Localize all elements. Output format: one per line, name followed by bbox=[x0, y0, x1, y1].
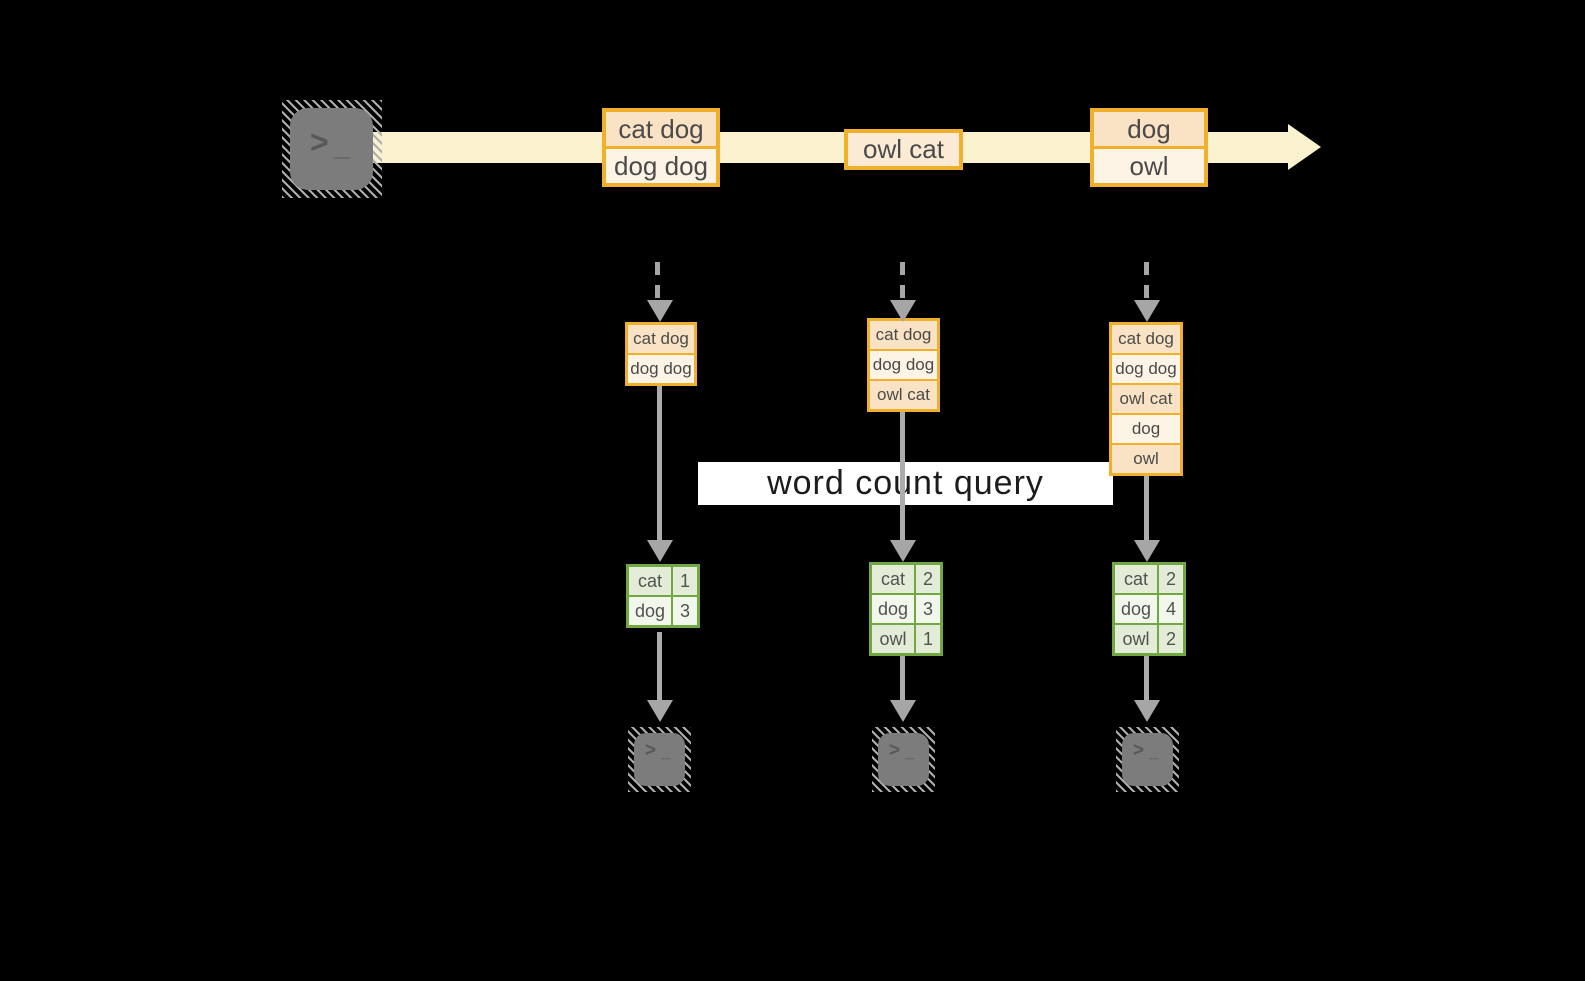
prompt-chevron-glyph: > bbox=[645, 740, 657, 761]
dashed-arrowhead-1 bbox=[647, 300, 673, 322]
state-row: dog dog bbox=[628, 353, 694, 383]
record-line: cat dog bbox=[606, 112, 716, 146]
stream-record-2: owl cat bbox=[844, 129, 963, 170]
sink-line-2 bbox=[900, 656, 905, 700]
terminal-source-icon: > _ bbox=[282, 100, 382, 198]
prompt-cursor-glyph: _ bbox=[1149, 742, 1159, 761]
table-row: cat 2 bbox=[1115, 565, 1183, 593]
word-cell: cat bbox=[872, 565, 916, 593]
state-row: dog dog bbox=[1112, 353, 1180, 383]
prompt-chevron-glyph: > bbox=[889, 740, 901, 761]
stream-record-1: cat dog dog dog bbox=[602, 108, 720, 187]
dashed-ingest-arrow-3 bbox=[1144, 262, 1149, 302]
word-cell: dog bbox=[629, 597, 673, 625]
flow-arrowhead-1 bbox=[647, 540, 673, 562]
dashed-ingest-arrow-1 bbox=[655, 262, 660, 302]
word-cell: cat bbox=[1115, 565, 1159, 593]
terminal-prompt-icon: > _ bbox=[310, 124, 349, 166]
flow-arrowhead-3 bbox=[1134, 540, 1160, 562]
dashed-ingest-arrow-2 bbox=[900, 262, 905, 302]
word-cell: cat bbox=[629, 567, 673, 595]
count-cell: 3 bbox=[916, 595, 940, 623]
count-cell: 2 bbox=[1159, 625, 1183, 653]
state-row: owl cat bbox=[870, 379, 937, 409]
record-line: owl cat bbox=[848, 133, 959, 166]
sink-line-1 bbox=[657, 632, 662, 700]
word-cell: dog bbox=[872, 595, 916, 623]
word-cell: owl bbox=[1115, 625, 1159, 653]
terminal-body: > _ bbox=[878, 733, 929, 786]
count-cell: 2 bbox=[1159, 565, 1183, 593]
state-box-2: cat dog dog dog owl cat bbox=[867, 318, 940, 412]
terminal-body: > _ bbox=[634, 733, 685, 786]
state-row: cat dog bbox=[1112, 325, 1180, 353]
state-box-3: cat dog dog dog owl cat dog owl bbox=[1109, 322, 1183, 476]
word-count-table-1: cat 1 dog 3 bbox=[626, 564, 700, 628]
table-row: owl 1 bbox=[872, 623, 940, 653]
stream-record-3: dog owl bbox=[1090, 108, 1208, 187]
prompt-cursor-glyph: _ bbox=[333, 130, 350, 161]
dashed-arrowhead-2 bbox=[890, 300, 916, 322]
stream-arrowhead bbox=[1288, 124, 1321, 170]
sink-arrowhead-1 bbox=[647, 700, 673, 722]
word-cell: owl bbox=[872, 625, 916, 653]
record-line: dog bbox=[1094, 112, 1204, 146]
terminal-prompt-icon: > _ bbox=[645, 740, 671, 766]
terminal-prompt-icon: > _ bbox=[1133, 740, 1159, 766]
table-row: dog 4 bbox=[1115, 593, 1183, 623]
state-row: cat dog bbox=[628, 325, 694, 353]
terminal-body: > _ bbox=[290, 108, 373, 190]
terminal-sink-icon-1: > _ bbox=[628, 727, 691, 792]
record-line: owl bbox=[1094, 146, 1204, 183]
word-count-table-2: cat 2 dog 3 owl 1 bbox=[869, 562, 943, 656]
query-label: word count query bbox=[698, 462, 1113, 505]
count-cell: 4 bbox=[1159, 595, 1183, 623]
state-row: dog bbox=[1112, 413, 1180, 443]
prompt-chevron-glyph: > bbox=[1133, 740, 1145, 761]
terminal-sink-icon-3: > _ bbox=[1116, 727, 1179, 792]
table-row: cat 2 bbox=[872, 565, 940, 593]
word-count-table-3: cat 2 dog 4 owl 2 bbox=[1112, 562, 1186, 656]
count-cell: 1 bbox=[916, 625, 940, 653]
terminal-prompt-icon: > _ bbox=[889, 740, 915, 766]
table-row: owl 2 bbox=[1115, 623, 1183, 653]
state-row: dog dog bbox=[870, 349, 937, 379]
sink-arrowhead-3 bbox=[1134, 700, 1160, 722]
sink-line-3 bbox=[1144, 656, 1149, 700]
dashed-arrowhead-3 bbox=[1134, 300, 1160, 322]
table-row: dog 3 bbox=[872, 593, 940, 623]
count-cell: 3 bbox=[673, 597, 697, 625]
record-line: dog dog bbox=[606, 146, 716, 183]
table-row: cat 1 bbox=[629, 567, 697, 595]
flow-arrowhead-2 bbox=[890, 540, 916, 562]
sink-arrowhead-2 bbox=[890, 700, 916, 722]
table-row: dog 3 bbox=[629, 595, 697, 625]
prompt-chevron-glyph: > bbox=[310, 124, 329, 160]
query-label-text: word count query bbox=[767, 464, 1044, 502]
state-row: owl bbox=[1112, 443, 1180, 473]
prompt-cursor-glyph: _ bbox=[661, 742, 671, 761]
state-box-1: cat dog dog dog bbox=[625, 322, 697, 386]
word-cell: dog bbox=[1115, 595, 1159, 623]
flow-line-1 bbox=[657, 386, 662, 540]
flow-line-2 bbox=[900, 412, 905, 540]
state-row: cat dog bbox=[870, 321, 937, 349]
terminal-sink-icon-2: > _ bbox=[872, 727, 935, 792]
terminal-body: > _ bbox=[1122, 733, 1173, 786]
flow-line-3 bbox=[1144, 476, 1149, 540]
prompt-cursor-glyph: _ bbox=[905, 742, 915, 761]
count-cell: 1 bbox=[673, 567, 697, 595]
state-row: owl cat bbox=[1112, 383, 1180, 413]
count-cell: 2 bbox=[916, 565, 940, 593]
